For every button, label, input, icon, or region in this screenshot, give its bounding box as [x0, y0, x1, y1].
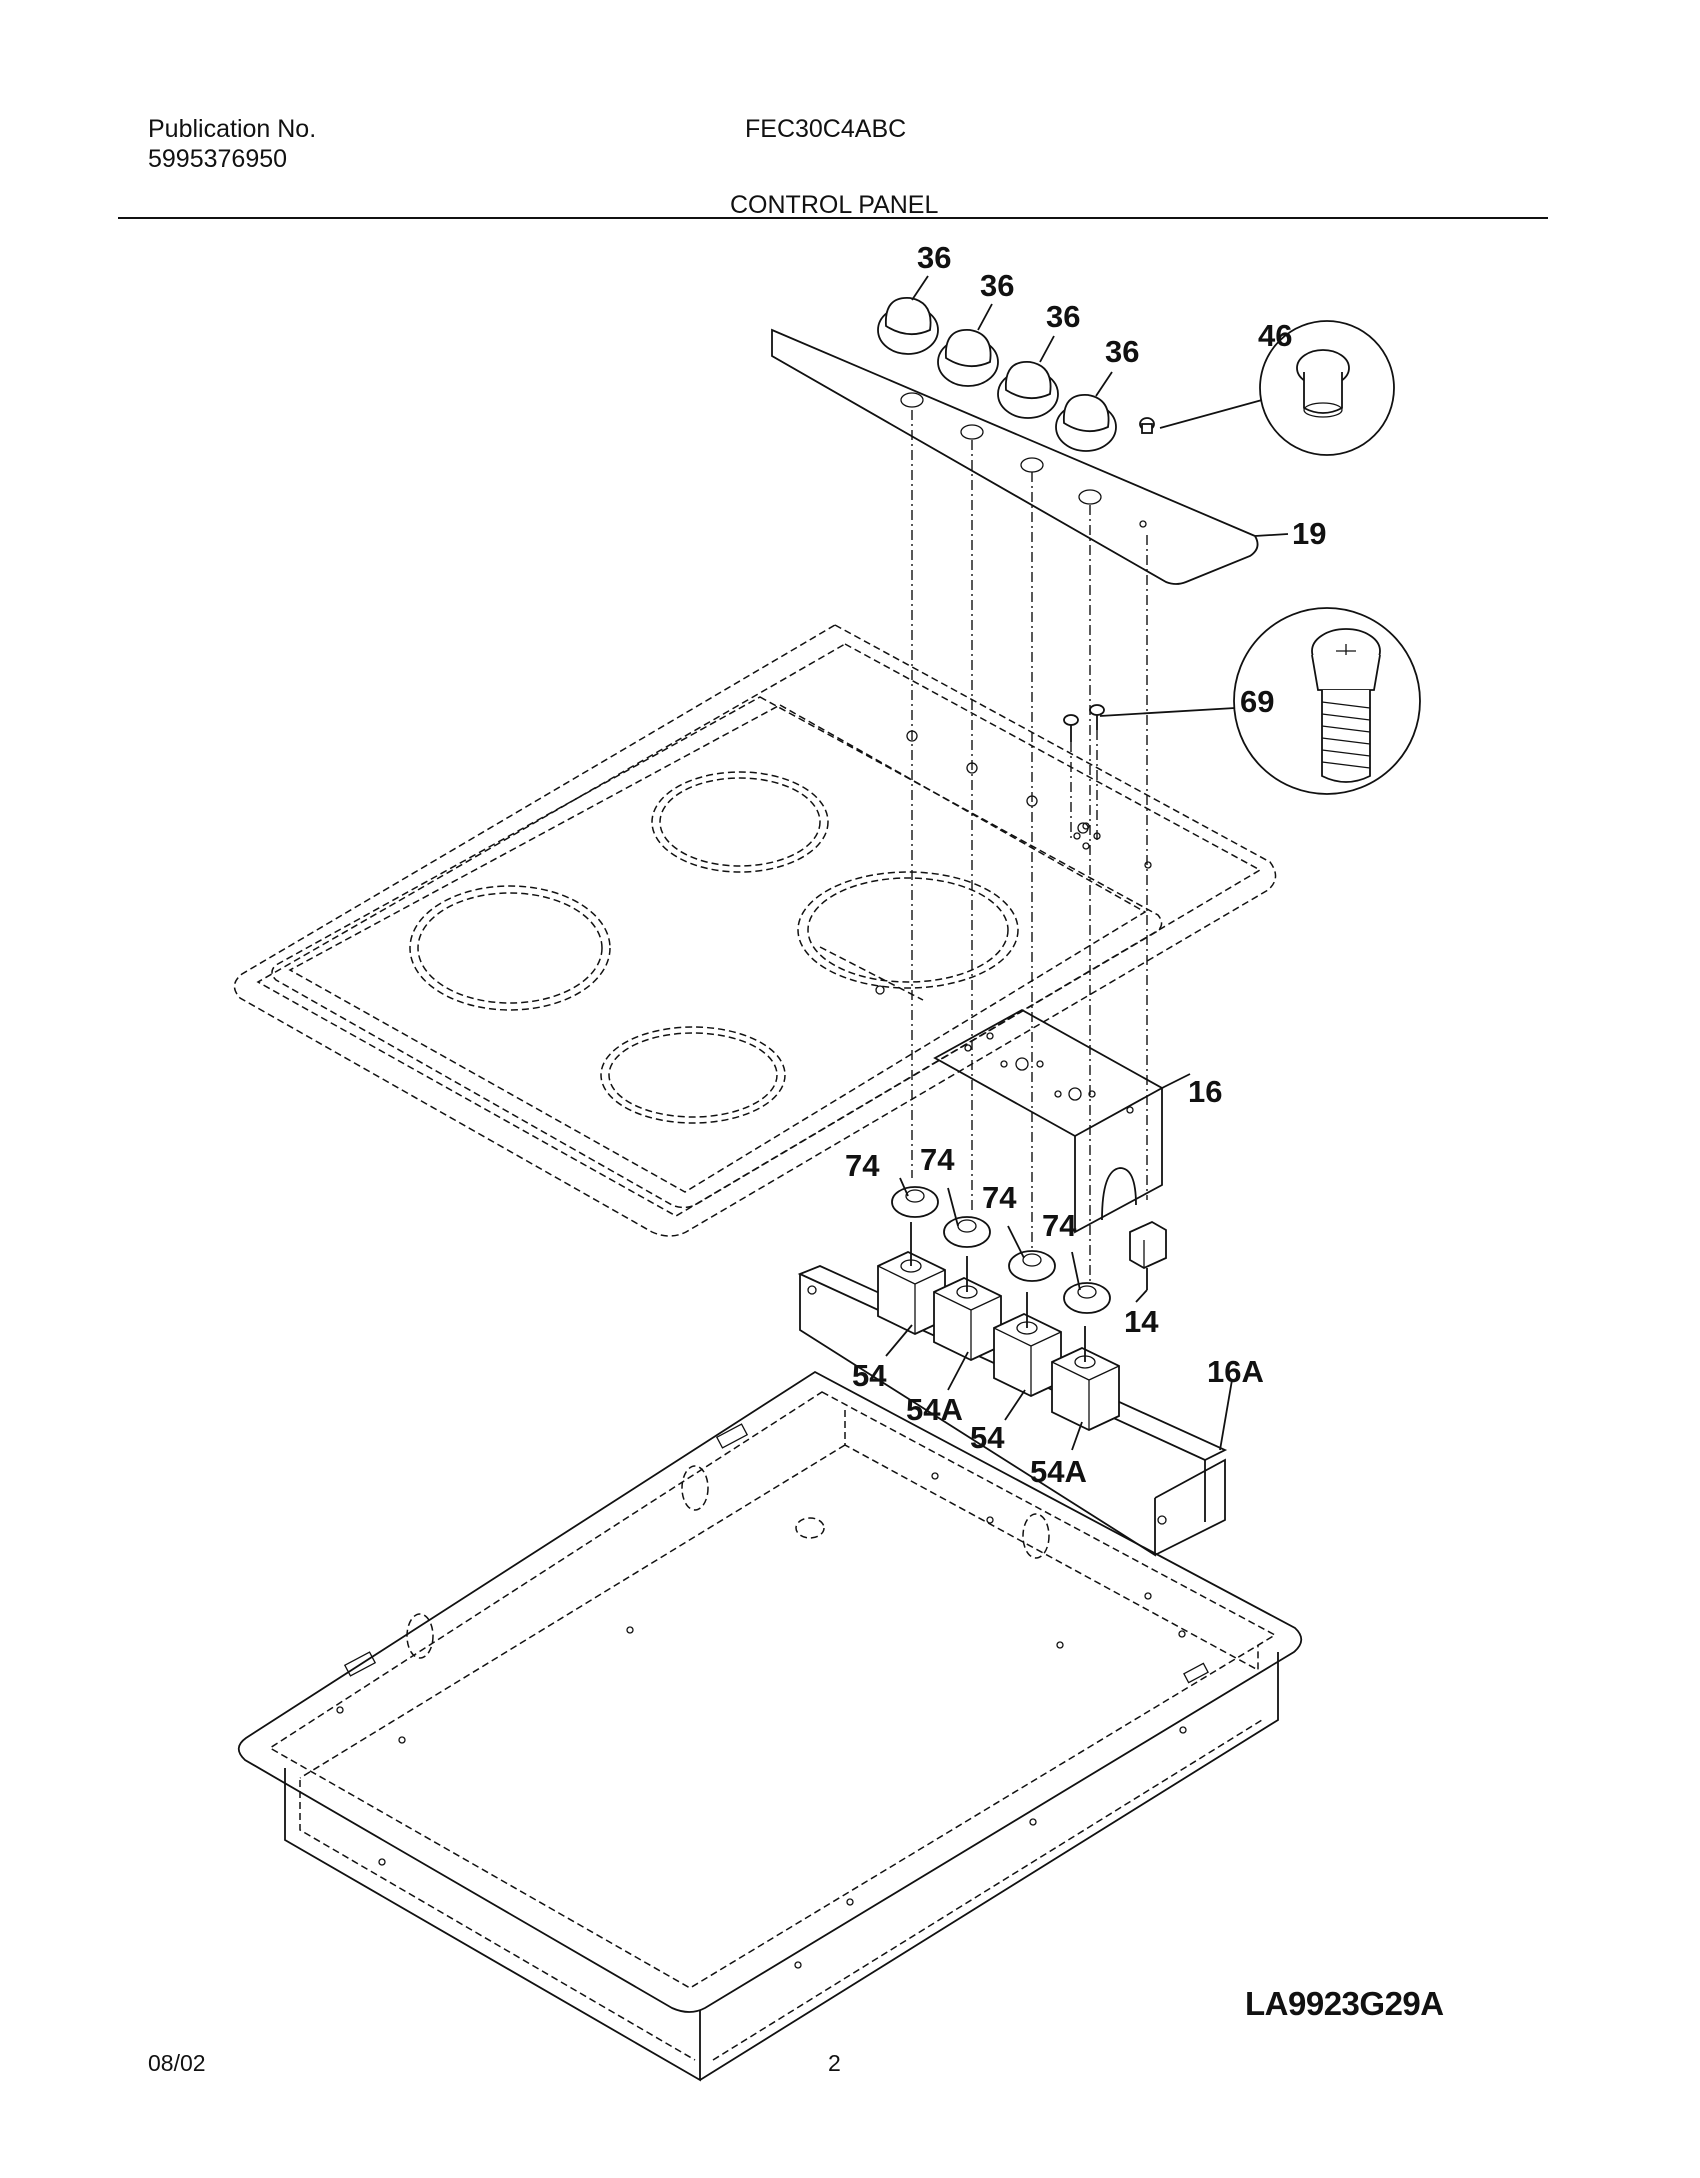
bracket-16: [933, 1008, 1164, 1234]
callout-knob-4: 36: [1105, 334, 1139, 369]
screw-inset: [1099, 607, 1421, 795]
callout-knob-3: 36: [1046, 299, 1080, 334]
callout-switch-4: 54A: [1030, 1454, 1087, 1489]
callout-seal-4: 74: [1042, 1208, 1077, 1243]
callout-knob-1: 36: [917, 240, 951, 275]
section-title: CONTROL PANEL: [730, 191, 939, 219]
assembly-lines: [911, 410, 1148, 1292]
callout-seal-1: 74: [845, 1148, 880, 1183]
base-pan: [237, 1370, 1303, 2082]
drawing-id: LA9923G29A: [1245, 1985, 1444, 2022]
switch-bracket-16A: [797, 1265, 1228, 1557]
callout-switch-3: 54: [970, 1420, 1005, 1455]
page-number: 2: [828, 2050, 841, 2076]
knob-4: [1055, 394, 1117, 452]
callout-control-panel: 19: [1292, 516, 1326, 551]
publication-label: Publication No.: [148, 115, 317, 143]
knob-2: [937, 329, 999, 387]
panel-indicator-light: [1139, 417, 1155, 434]
knob-3: [997, 361, 1059, 419]
callout-labels: 36 36 36 36 46 19 69 16 16A 14 74 74 74 …: [845, 240, 1326, 1489]
cooktop-outline: [233, 624, 1277, 1237]
callout-seal-2: 74: [920, 1142, 955, 1177]
callout-screw: 69: [1240, 684, 1274, 719]
publication-number: 5995376950: [148, 145, 288, 173]
switch-4: [1051, 1326, 1120, 1431]
header-rule: [118, 217, 1548, 219]
cooktop-screws: [1063, 704, 1105, 742]
switch-3: [993, 1292, 1062, 1397]
callout-switch-bracket: 16A: [1207, 1354, 1264, 1389]
leader-lines: [885, 275, 1289, 1451]
callout-switch-2: 54A: [906, 1392, 963, 1427]
indicator-light-inset: [1159, 320, 1395, 456]
model-number: FEC30C4ABC: [745, 115, 907, 143]
callout-switch-1: 54: [852, 1358, 887, 1393]
callout-indicator-switch: 14: [1124, 1304, 1159, 1339]
callout-bracket: 16: [1188, 1074, 1222, 1109]
knob-1: [877, 297, 939, 355]
callout-knob-2: 36: [980, 268, 1014, 303]
seal-3: [1008, 1250, 1056, 1282]
seal-2: [943, 1216, 991, 1248]
footer-date: 08/02: [148, 2050, 206, 2076]
seal-1: [891, 1186, 939, 1218]
seal-4: [1063, 1282, 1111, 1314]
indicator-switch: [1129, 1220, 1167, 1290]
callout-indicator-light: 46: [1258, 318, 1292, 353]
callout-seal-3: 74: [982, 1180, 1017, 1215]
